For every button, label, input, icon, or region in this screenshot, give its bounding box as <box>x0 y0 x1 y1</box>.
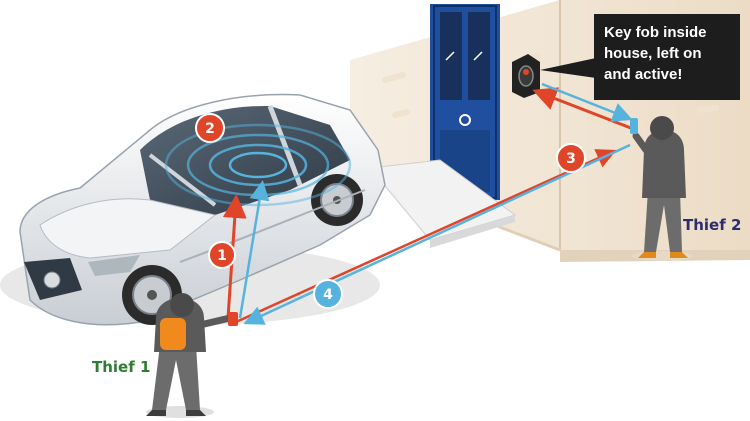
callout-line-2: house, left on <box>604 45 702 62</box>
step-badge-3: 3 <box>556 143 586 173</box>
relay-device-icon <box>228 312 238 326</box>
relay-device-icon-2 <box>630 118 638 134</box>
step-number-1: 1 <box>217 248 227 264</box>
callout-line-1: Key fob inside <box>604 24 707 41</box>
step-badge-2: 2 <box>195 113 225 143</box>
car <box>0 93 386 326</box>
callout-line-3: and active! <box>604 66 683 83</box>
front-door <box>369 4 517 248</box>
thief-2-figure <box>630 116 692 261</box>
step-badge-4: 4 <box>313 279 343 309</box>
step-badge-1: 1 <box>208 241 236 269</box>
backpack-icon <box>160 318 186 350</box>
step-number-2: 2 <box>205 121 215 137</box>
step-number-3: 3 <box>566 151 576 167</box>
thief-1-label: Thief 1 <box>92 358 151 376</box>
key-fob-callout: Key fob inside house, left on and active… <box>594 14 740 100</box>
thief-2-label: Thief 2 <box>683 216 742 234</box>
thief-1-figure <box>146 293 238 418</box>
step-number-4: 4 <box>323 287 333 303</box>
key-fob-icon <box>512 54 596 98</box>
